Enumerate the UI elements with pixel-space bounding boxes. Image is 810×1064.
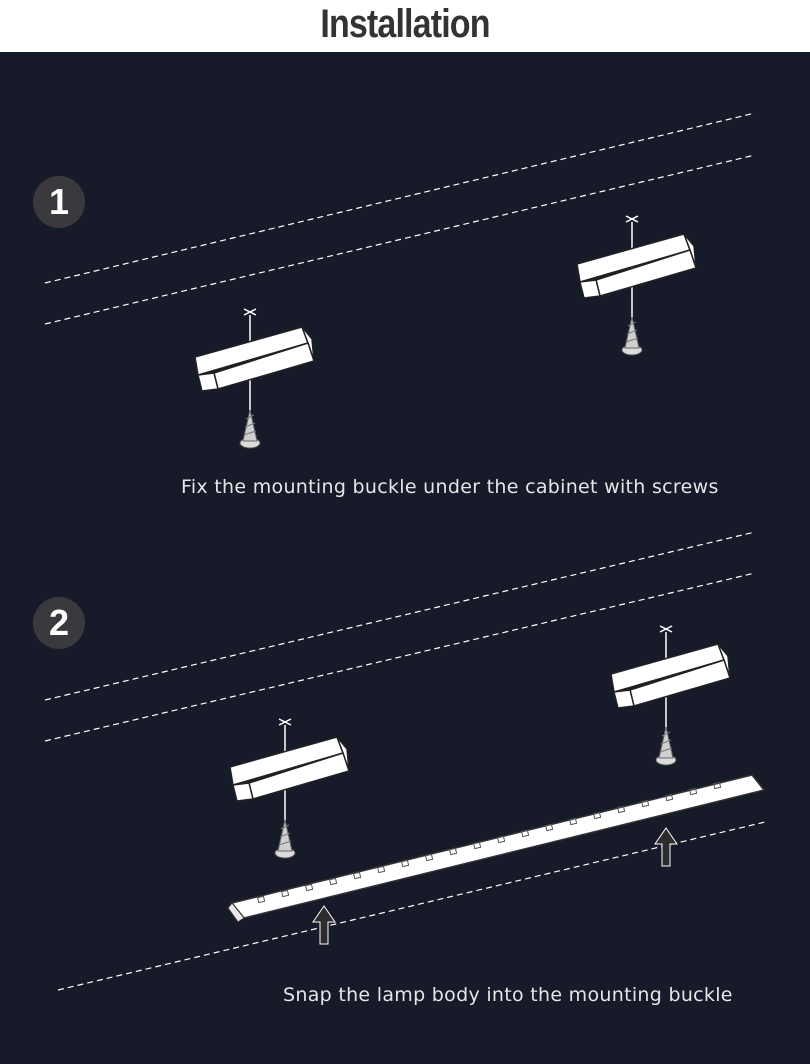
step-2-badge: 2 bbox=[33, 597, 85, 649]
mounting-buckle bbox=[576, 215, 697, 356]
lamp-guide-line bbox=[57, 821, 766, 991]
up-arrow-icon bbox=[654, 827, 678, 867]
step-1-caption: Fix the mounting buckle under the cabine… bbox=[181, 476, 719, 498]
mounting-buckle bbox=[610, 625, 731, 766]
page-title: Installation bbox=[320, 2, 490, 46]
cabinet-edge-line bbox=[44, 112, 756, 284]
cabinet-edge-line bbox=[44, 531, 756, 701]
lamp-body bbox=[227, 774, 766, 923]
cabinet-edge-line bbox=[44, 572, 756, 742]
cabinet-edge-line bbox=[44, 154, 756, 325]
step-1-badge: 1 bbox=[33, 176, 85, 228]
step-2-caption: Snap the lamp body into the mounting buc… bbox=[283, 984, 733, 1006]
title-bar: Installation bbox=[0, 0, 810, 52]
illustration-panel bbox=[0, 52, 810, 1064]
mounting-buckle bbox=[194, 308, 315, 449]
mounting-buckle bbox=[229, 718, 350, 859]
